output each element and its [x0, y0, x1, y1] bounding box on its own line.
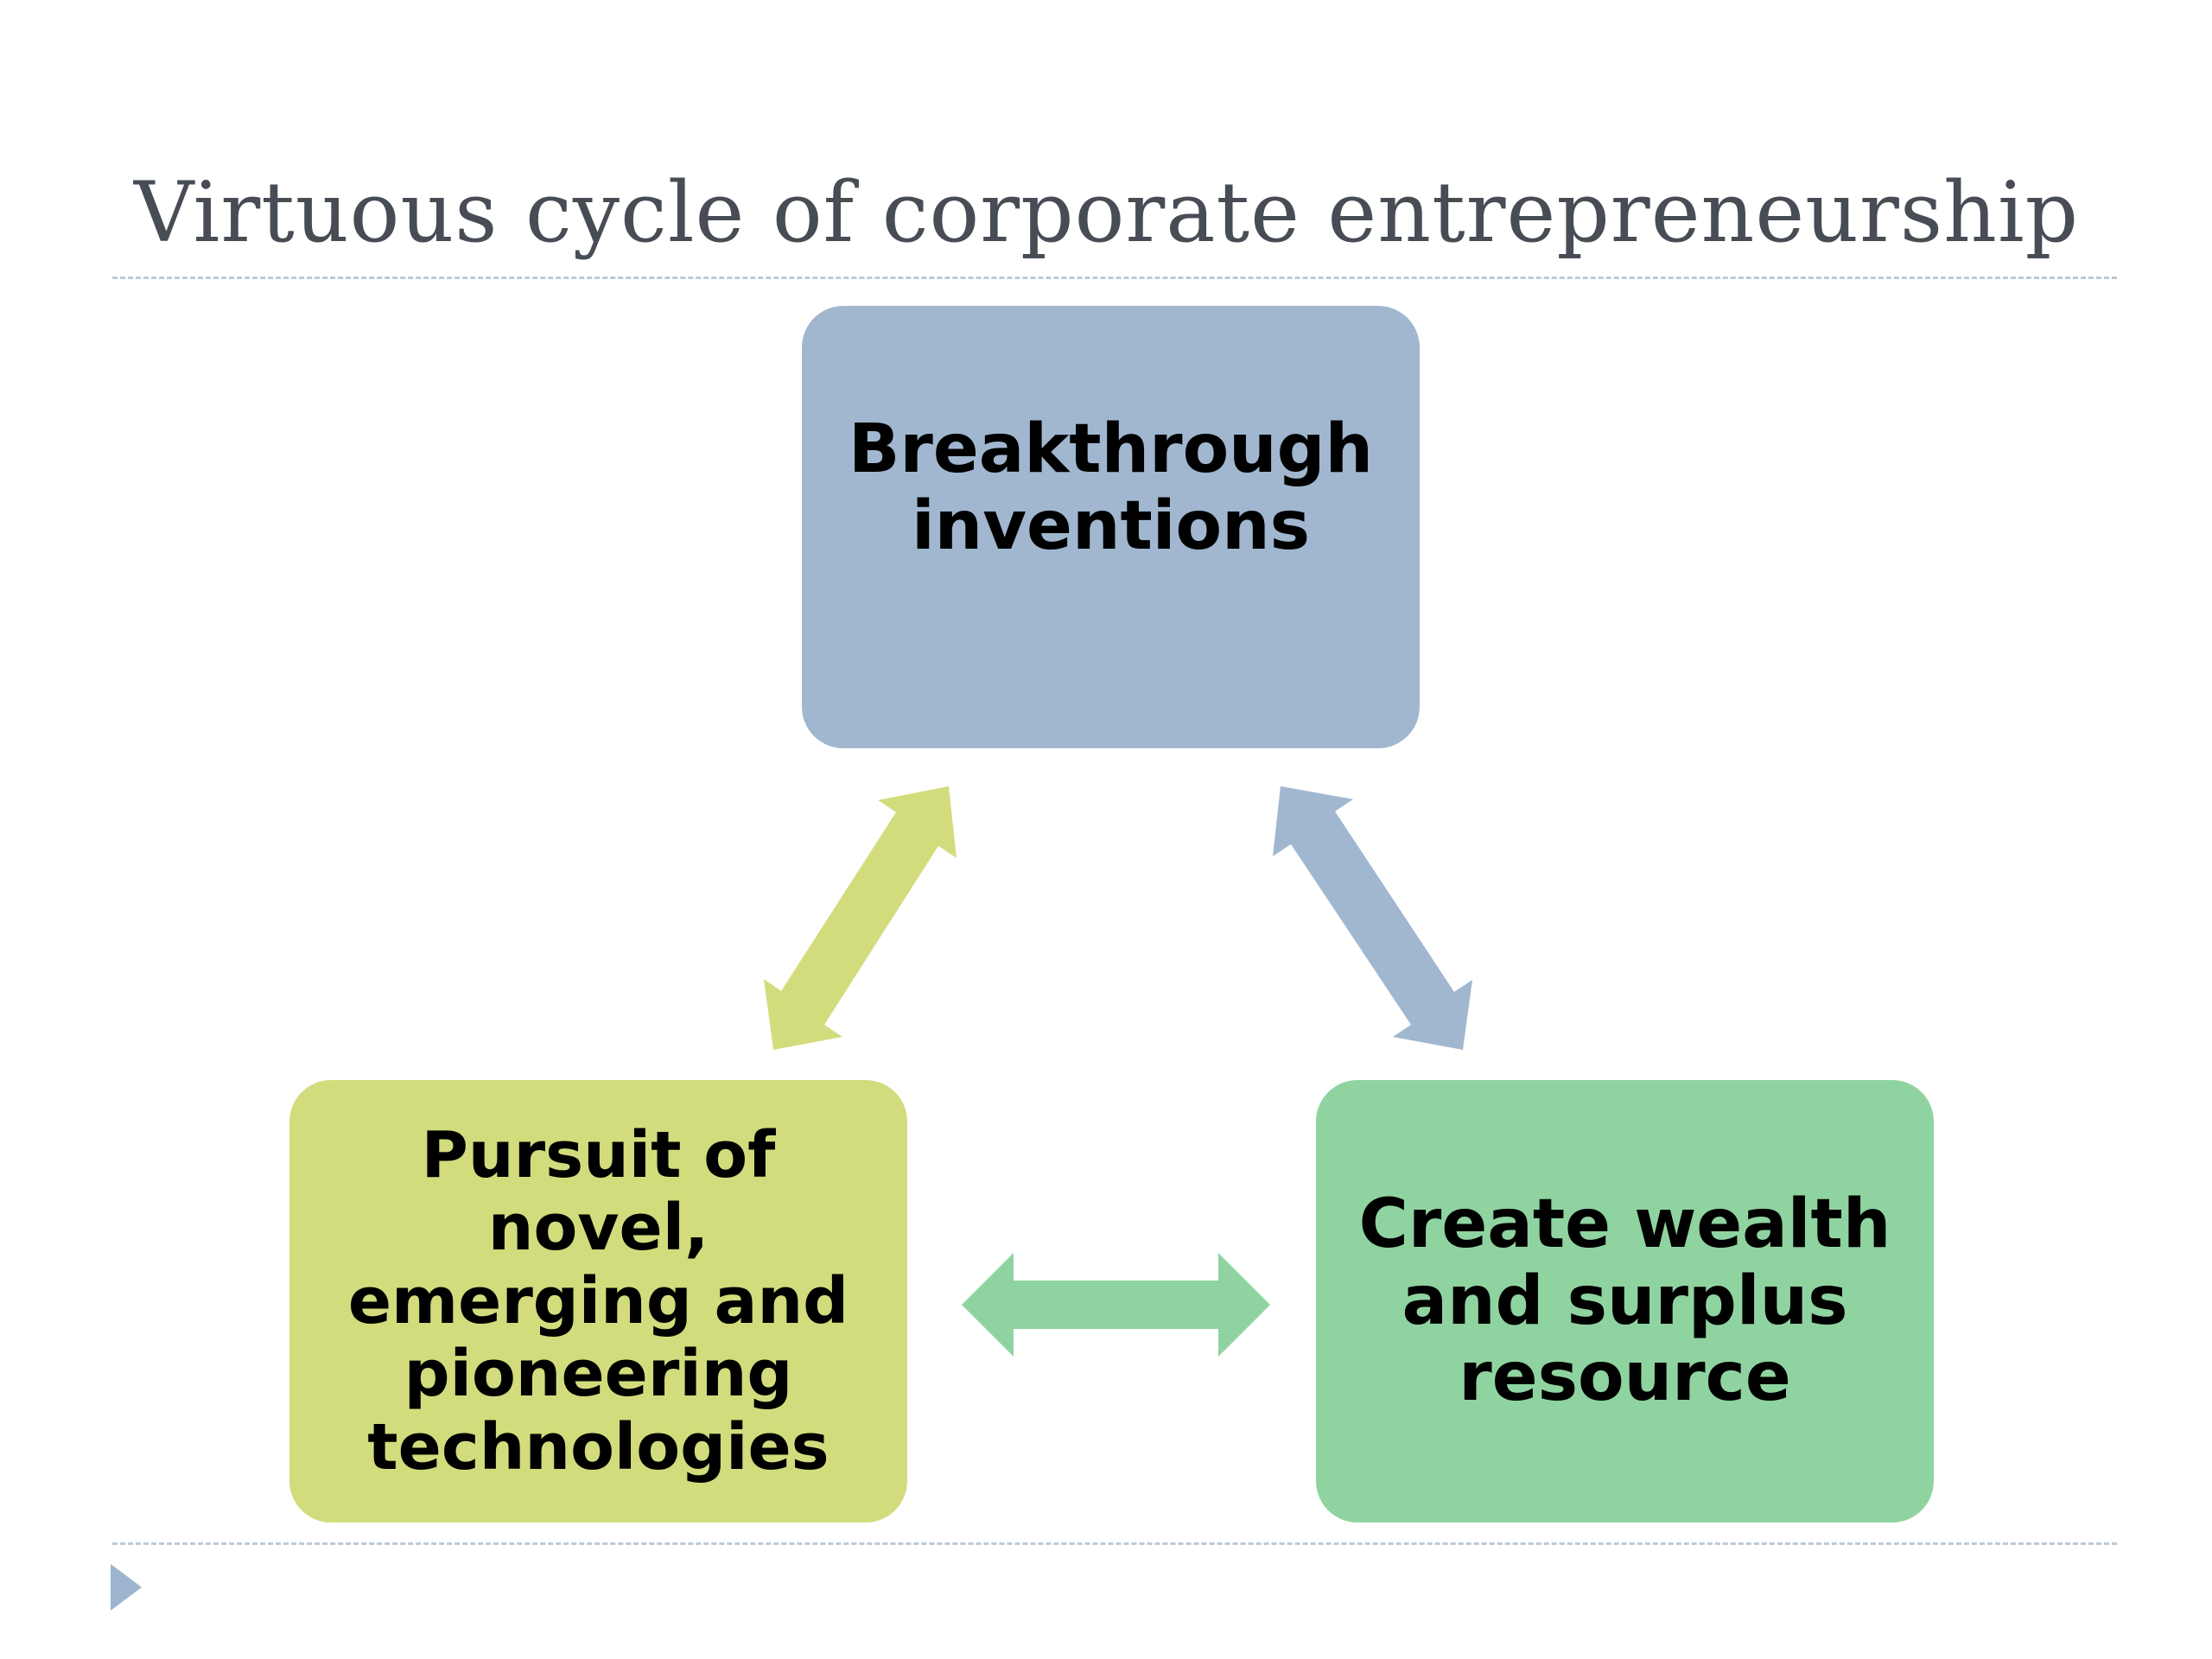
connector-right-arrow-icon	[1273, 786, 1472, 1050]
connector-left-arrow-icon	[764, 786, 957, 1050]
triangle-right-icon	[111, 1564, 142, 1611]
node-label: Create wealth and surplus resource	[1358, 1185, 1891, 1417]
connector-bottom-arrow-icon	[962, 1253, 1270, 1357]
node-breakthrough-inventions: Breakthrough inventions	[802, 306, 1420, 748]
slide-title: Virtuous cycle of corporate entrepreneur…	[134, 164, 2080, 261]
node-label: Pursuit of novel, emerging and pioneerin…	[347, 1118, 849, 1484]
node-pursuit-of-technologies: Pursuit of novel, emerging and pioneerin…	[289, 1080, 907, 1522]
footer-divider	[112, 1542, 2117, 1545]
title-divider	[112, 276, 2117, 279]
node-create-wealth: Create wealth and surplus resource	[1316, 1080, 1934, 1522]
node-label: Breakthrough inventions	[848, 410, 1374, 565]
